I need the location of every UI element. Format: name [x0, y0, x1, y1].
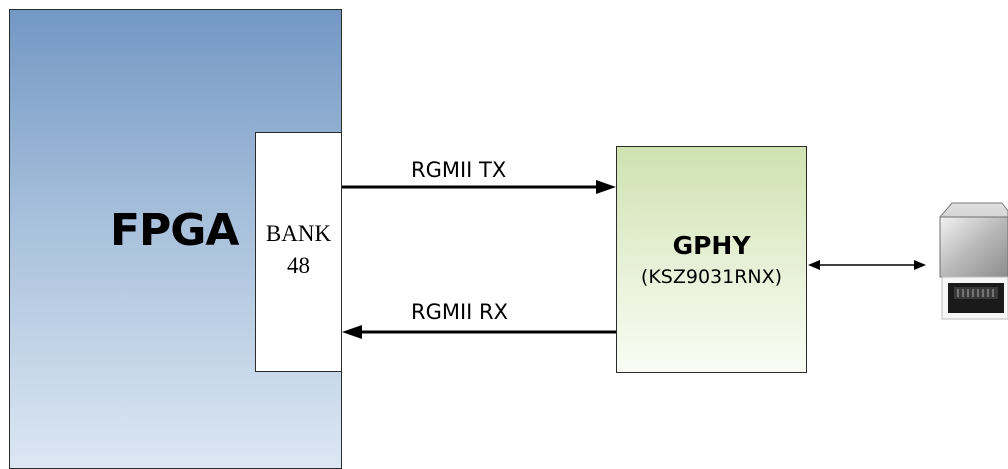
rgmii-tx-arrow [342, 180, 616, 194]
gphy-part-number: (KSZ9031RNX) [640, 266, 783, 288]
rgmii-tx-label: RGMII TX [411, 158, 507, 182]
connection-arrows [342, 180, 926, 339]
gphy-title: GPHY [672, 231, 751, 260]
rgmii-rx-arrow [342, 325, 616, 339]
rgmii-rx-label: RGMII RX [411, 300, 509, 324]
bank-number: 48 [287, 253, 310, 278]
bank-label: BANK [265, 221, 332, 246]
fpga-label: FPGA [110, 205, 239, 256]
rj45-ethernet-jack-icon [939, 202, 1008, 320]
gphy-block: GPHY (KSZ9031RNX) [616, 146, 807, 373]
ethernet-link-arrow [808, 260, 926, 270]
bank-48-block: BANK 48 [255, 132, 342, 372]
